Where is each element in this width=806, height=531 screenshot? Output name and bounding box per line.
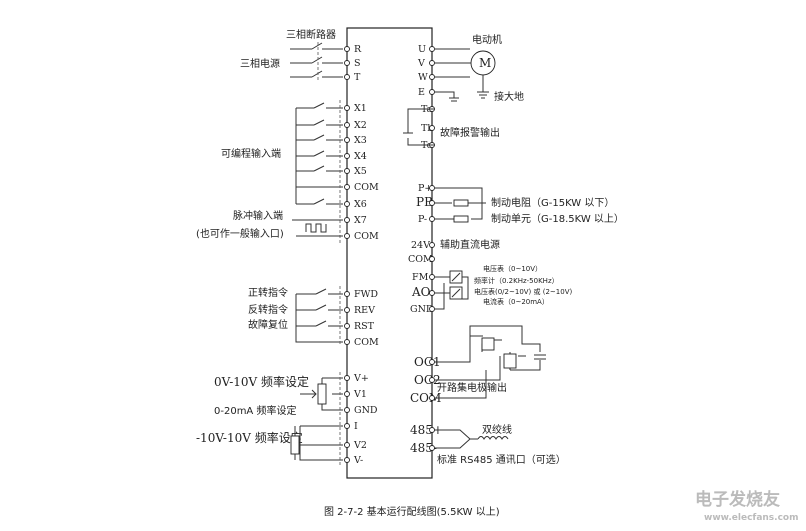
term-24V: 24V [411, 240, 430, 251]
term-COM-aux: COM [408, 254, 433, 265]
inverter-body [346, 27, 433, 479]
term-Vplus: V+ [353, 373, 369, 384]
term-R: R [354, 44, 362, 55]
brake-unit-label: 制动单元（G-18.5KW 以上） [491, 212, 624, 225]
run-commands: 正转指令 反转指令 故障复位 FWD REV RST COM [248, 286, 379, 348]
term-X3: X3 [354, 135, 367, 146]
term-X6: X6 [354, 199, 367, 210]
term-T: T [354, 72, 361, 83]
motor-symbol: M [479, 56, 491, 70]
pm-setting-label: -10V-10V 频率设定 [196, 430, 303, 445]
open-collector-label: 开路集电极输出 [437, 381, 507, 394]
term-E: E [418, 87, 425, 98]
analog-outputs: FM AO GND 电压表（0~10V） 频率计（0.2KHz-50KHz） 电… [410, 264, 572, 315]
term-REV: REV [354, 305, 375, 316]
term-X5: X5 [354, 166, 367, 177]
programmable-inputs: 可编程输入端 X1 X2 X3 X4 X5 COM X6 [221, 100, 379, 245]
current-meter-label: 电流表（0~20mA） [483, 297, 549, 306]
term-COM3: COM [354, 337, 379, 348]
open-collector: OC1 OC2 COM 开路集电极输出 [410, 325, 546, 405]
term-485plus: 485+ [410, 423, 443, 437]
relay-coil-icon [481, 337, 495, 351]
term-U: U [418, 44, 426, 55]
term-Pminus: P- [418, 214, 427, 225]
term-PB: PB [416, 195, 433, 209]
ground-label: 接大地 [494, 90, 524, 103]
watermark: 电子发烧友 www.elecfans.com [695, 489, 798, 523]
volt-meter2-label: 电压表(0/2~10V) 或 (2~10V) [474, 287, 572, 296]
breaker-label: 三相断路器 [286, 28, 336, 41]
term-I: I [354, 421, 358, 432]
pulse-input: 脉冲输入端 (也可作一般输入口) X7 COM [196, 209, 379, 242]
pulse-label: 脉冲输入端 [233, 209, 283, 222]
term-FM: FM [412, 272, 429, 283]
term-FWD: FWD [354, 289, 378, 300]
term-Tb: Tb [421, 123, 433, 134]
three-phase-supply: 三相断路器 三相电源 R S T [240, 28, 362, 83]
term-V2: V2 [353, 440, 367, 451]
term-COM1: COM [354, 182, 379, 193]
term-S: S [354, 58, 361, 69]
rs485: 485+ 485- 双绞线 标准 RS485 通讯口（可选） [410, 423, 566, 466]
term-X4: X4 [354, 151, 367, 162]
term-V1: V1 [353, 389, 367, 400]
aux-dc: 24V COM 辅助直流电源 [408, 238, 500, 265]
voltmeter-label: 电压表（0~10V） [483, 264, 542, 273]
fault-alarm-label: 故障报警输出 [440, 126, 500, 139]
ma-setting-label: 0-20mA 频率设定 [214, 404, 296, 417]
term-X7: X7 [354, 215, 367, 226]
watermark-text: 电子发烧友 [695, 489, 780, 510]
rs485-label: 标准 RS485 通讯口（可选） [437, 453, 566, 466]
term-W: W [418, 72, 428, 83]
motor-output: U V W E M 电动机 接大地 [417, 33, 524, 103]
freq-meter-label: 频率计（0.2KHz-50KHz） [474, 276, 559, 285]
term-OC1: OC1 [414, 355, 441, 369]
figure-caption: 图 2-7-2 基本运行配线图(5.5KW 以上) [324, 505, 500, 518]
fault-relay: Ta Tb Tc 故障报警输出 [403, 104, 500, 151]
term-GND-right: GND [410, 304, 434, 315]
term-V: V [417, 58, 425, 69]
term-GND: GND [354, 405, 378, 416]
braking: P+ PB P- 制动电阻（G-15KW 以下） 制动单元（G-18.5KW 以… [416, 183, 624, 225]
watermark-url: www.elecfans.com [704, 513, 798, 523]
term-X1: X1 [354, 103, 367, 114]
relay-coil2-icon [503, 353, 517, 369]
term-Vminus: V- [353, 455, 363, 466]
term-COM2: COM [354, 231, 379, 242]
fault-reset-label: 故障复位 [248, 318, 288, 331]
programmable-label: 可编程输入端 [221, 147, 281, 160]
term-485minus: 485- [410, 441, 437, 455]
term-COM-oc: COM [410, 391, 441, 405]
twisted-pair-label: 双绞线 [482, 423, 512, 436]
forward-label: 正转指令 [248, 286, 288, 299]
term-Pplus: P+ [418, 183, 432, 194]
v-setting-label: 0V-10V 频率设定 [214, 374, 309, 389]
term-AO: AO [411, 285, 431, 299]
general-input-label: (也可作一般输入口) [196, 227, 284, 240]
analog-inputs: 0V-10V 频率设定 0-20mA 频率设定 -10V-10V 频率设定 V+… [196, 372, 378, 466]
supply-label: 三相电源 [240, 57, 280, 70]
term-RST: RST [354, 321, 375, 332]
brake-resistor-label: 制动电阻（G-15KW 以下） [491, 196, 614, 209]
aux-dc-label: 辅助直流电源 [440, 238, 500, 251]
term-OC2: OC2 [414, 373, 441, 387]
motor-label: 电动机 [472, 33, 502, 46]
term-X2: X2 [354, 120, 367, 131]
reverse-label: 反转指令 [248, 303, 288, 316]
